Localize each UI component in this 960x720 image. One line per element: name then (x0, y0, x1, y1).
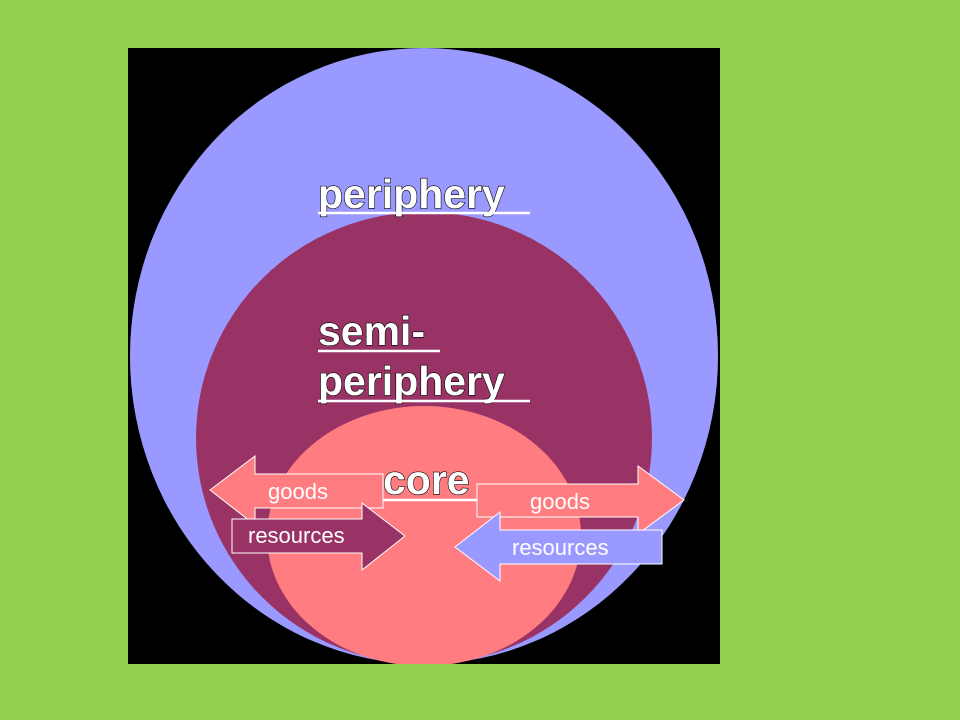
right-goods-label: goods (530, 489, 590, 514)
periphery-label: periphery (318, 171, 505, 217)
left-resources-arrow (231, 501, 406, 572)
core-circle (267, 406, 581, 664)
right-resources-arrow (454, 510, 663, 583)
semi-periphery-label-line2: periphery (318, 358, 505, 404)
left-goods-label: goods (268, 479, 328, 504)
semi-periphery-label-line1: semi- (318, 308, 425, 354)
core-label: core (383, 457, 470, 503)
right-resources-label: resources (512, 535, 609, 560)
right-goods-arrow (476, 465, 685, 535)
left-resources-label: resources (248, 523, 345, 548)
